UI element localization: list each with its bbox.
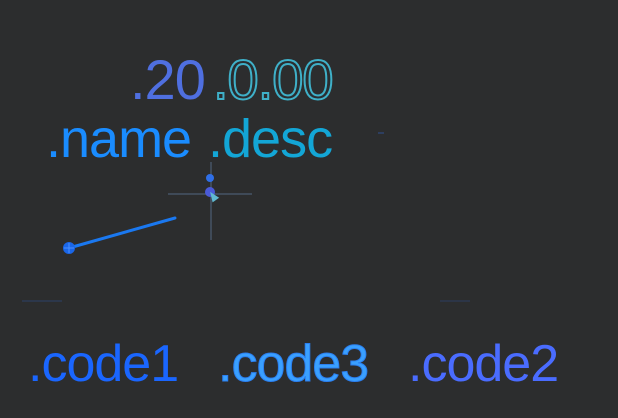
control-handle-icon[interactable] bbox=[206, 174, 214, 182]
label-code2[interactable]: .code2 bbox=[408, 335, 559, 393]
faint-guide-mark bbox=[440, 300, 470, 302]
faint-guide-mark bbox=[22, 300, 62, 302]
faint-guide-mark bbox=[378, 132, 384, 134]
crosshair-vertical-line bbox=[210, 162, 212, 240]
label-desc[interactable]: .desc bbox=[208, 109, 333, 169]
control-handle-selected-icon[interactable] bbox=[205, 187, 215, 197]
label-20[interactable]: .20 bbox=[130, 48, 206, 111]
label-code1[interactable]: .code1 bbox=[28, 335, 179, 393]
label-name[interactable]: .name bbox=[46, 109, 192, 169]
label-code3[interactable]: .code3 bbox=[217, 335, 369, 393]
label-0-00[interactable]: .0.00 bbox=[212, 48, 335, 111]
